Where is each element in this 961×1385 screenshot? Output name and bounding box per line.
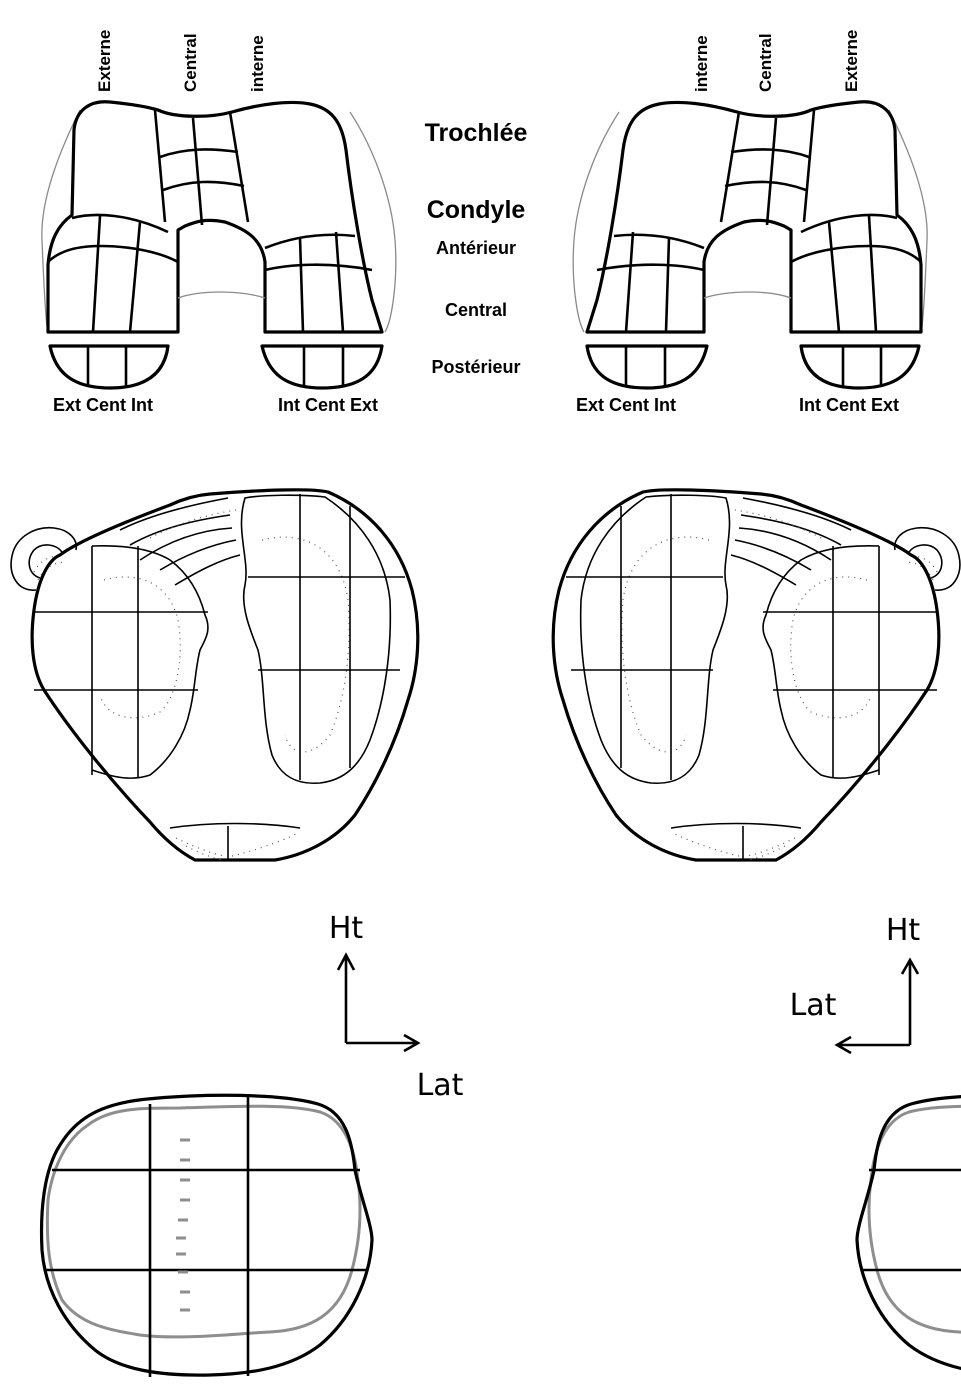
axis-up-arrow-left (338, 955, 354, 1043)
femur-left-top-labels: Externe Central interne (95, 30, 267, 92)
axis-label-lat-right: Lat (790, 988, 837, 1023)
patella-ridge (176, 1140, 198, 1310)
condyle-int-col-1 (300, 238, 303, 332)
patella-right (857, 1095, 961, 1377)
posterior-slab-int-col (304, 346, 343, 387)
label-central-left: Central (181, 33, 200, 92)
orientation-axes-right: Ht Lat (790, 913, 921, 1053)
tibial-plateau-left (11, 490, 418, 860)
fibula-head (11, 528, 76, 590)
label-left-ext-cent-int: Ext Cent Int (53, 395, 153, 415)
intercondylar-notch (178, 292, 265, 298)
axis-lat-arrow-right (837, 1037, 910, 1053)
trochlea-row-1 (160, 149, 238, 157)
label-interne-right: interne (692, 35, 711, 92)
trochlea-border-right (230, 112, 248, 222)
trochlea-mid (193, 118, 202, 225)
patella-cartilage-contour (47, 1106, 360, 1337)
condyle-int-col-2 (336, 232, 343, 332)
posterior-slab-ext-col (88, 346, 126, 386)
condyle-int-ant-row (265, 265, 372, 270)
patella-left (42, 1095, 372, 1377)
lateral-compartment (92, 546, 208, 778)
femur-diagram-left (42, 102, 396, 388)
axis-lat-arrow-left (346, 1035, 418, 1051)
label-posterieur: Postérieur (431, 357, 520, 377)
orientation-axes-left: Ht Lat (329, 911, 464, 1103)
label-right-int-cent-ext: Int Cent Ext (799, 395, 899, 415)
condyle-ext-col-2 (130, 222, 140, 332)
label-right-ext-cent-int: Ext Cent Int (576, 395, 676, 415)
condyle-int-top-row (265, 235, 355, 248)
axis-up-arrow-right (902, 960, 918, 1045)
label-central-right: Central (756, 33, 775, 92)
label-interne-left: interne (248, 35, 267, 92)
condyle-ext-col-1 (93, 216, 100, 332)
plateau-outline (32, 490, 418, 860)
label-externe-left: Externe (95, 30, 114, 92)
tibial-plateau-right (553, 490, 960, 860)
label-anterieur: Antérieur (436, 238, 516, 258)
posterior-slab-int (262, 346, 382, 388)
tibial-tuberosity (170, 824, 300, 829)
patella-outline (42, 1095, 372, 1375)
axis-label-lat-left: Lat (417, 1068, 464, 1103)
condyle-ext-ant-row (48, 246, 178, 262)
label-left-int-cent-ext: Int Cent Ext (278, 395, 378, 415)
label-trochlee: Trochlée (425, 119, 528, 147)
label-condyle: Condyle (427, 196, 526, 224)
femur-bottom-labels: Ext Cent Int Int Cent Ext Ext Cent Int I… (53, 395, 899, 415)
medial-compartment (241, 495, 390, 783)
femur-right-top-labels: interne Central Externe (692, 30, 861, 92)
axis-label-ht-right: Ht (886, 913, 921, 948)
femur-center-labels: Trochlée Condyle Antérieur Central Posté… (425, 119, 528, 377)
femur-outline (48, 102, 382, 332)
condyle-ext-top-row (72, 215, 168, 232)
axis-label-ht-left: Ht (329, 911, 364, 946)
posterior-slab-ext (50, 346, 168, 388)
femur-outline (587, 102, 921, 332)
trochlea-border-left (155, 110, 165, 222)
label-externe-right: Externe (842, 30, 861, 92)
trochlea-row-2 (163, 182, 244, 190)
femur-diagram-right (573, 102, 927, 388)
label-central: Central (445, 300, 507, 320)
